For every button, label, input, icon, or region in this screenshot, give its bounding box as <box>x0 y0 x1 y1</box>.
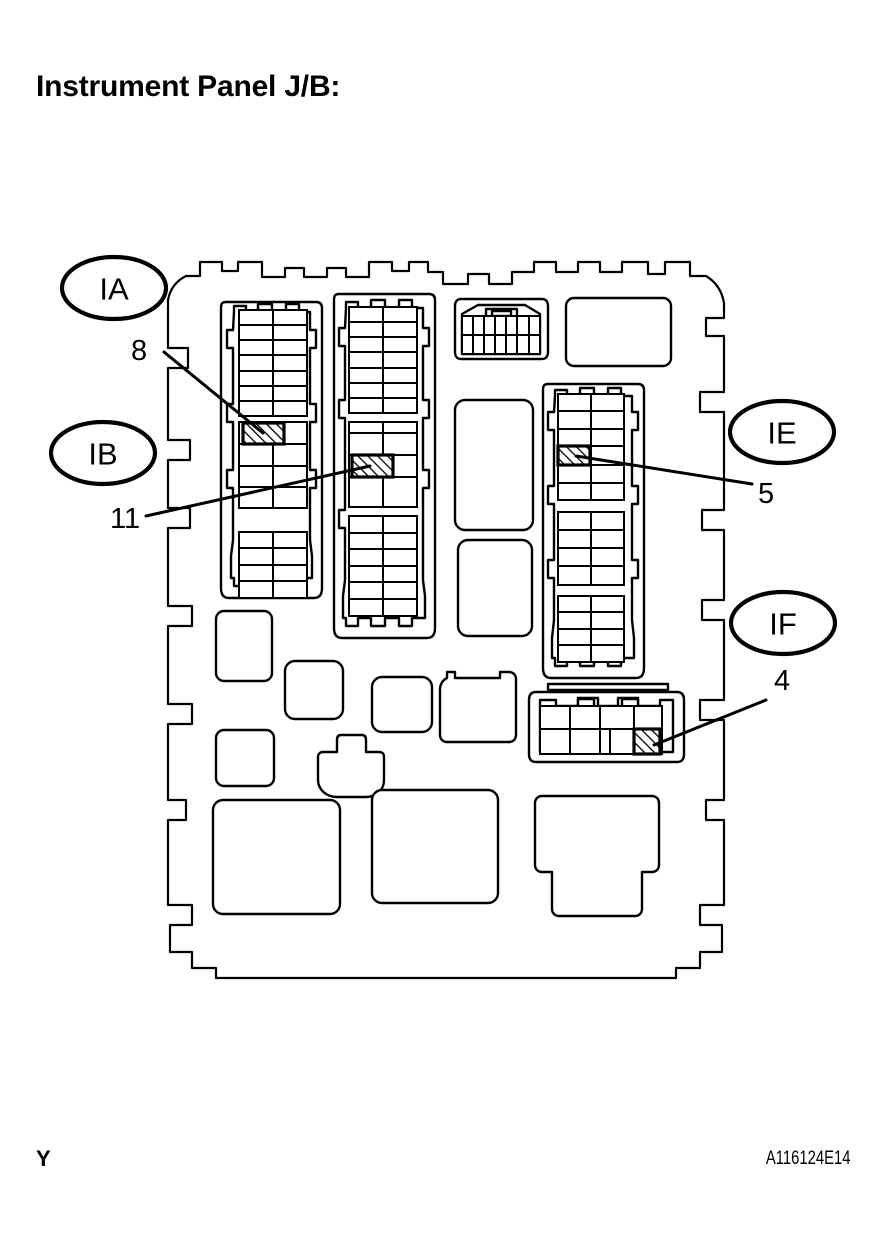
highlighted-terminal-5 <box>556 444 592 467</box>
highlighted-terminal-4 <box>632 727 662 756</box>
terminal-grid-block <box>461 315 541 355</box>
bubble-label-ib: IB <box>88 437 117 472</box>
bubble-label-ia: IA <box>99 272 129 307</box>
bubble-label-ie: IE <box>767 416 796 451</box>
footer-page-marker: Y <box>36 1146 51 1171</box>
connector-id-bubbles: IA IB IE IF <box>48 254 838 657</box>
terminal-grid-block <box>238 531 308 599</box>
callout-number-4: 4 <box>774 665 790 697</box>
callout-number-8: 8 <box>131 335 147 367</box>
bubble-ie[interactable]: IE <box>727 398 837 466</box>
connector-right-ie[interactable] <box>541 382 646 680</box>
leader-line-11 <box>144 464 372 518</box>
bubble-ia[interactable]: IA <box>59 254 169 322</box>
callout-leader-lines <box>144 350 768 747</box>
callout-number-11: 11 <box>110 503 140 535</box>
terminal-grid-block <box>348 515 418 617</box>
callout-numbers: 8 11 5 4 <box>110 335 790 697</box>
page-title: Instrument Panel J/B: <box>36 70 341 103</box>
callout-number-5: 5 <box>758 478 774 510</box>
footer-figure-code: A116124E14 <box>765 1148 850 1169</box>
terminal-grid-block <box>557 511 625 586</box>
leader-line-5 <box>574 454 754 486</box>
leader-line-8 <box>162 350 265 435</box>
bubble-label-if: IF <box>769 607 797 642</box>
connector-left-ia-ib[interactable] <box>219 300 324 600</box>
bubble-ib[interactable]: IB <box>48 419 158 487</box>
terminal-grid-block <box>238 309 308 417</box>
highlighted-terminal-11 <box>350 453 395 479</box>
cavity-pockets <box>211 296 673 918</box>
terminal-grid-block <box>557 595 625 663</box>
bubble-if[interactable]: IF <box>728 589 838 657</box>
terminal-grid-block <box>348 306 418 414</box>
connector-top-center[interactable] <box>453 297 550 361</box>
leader-line-4 <box>652 698 768 747</box>
